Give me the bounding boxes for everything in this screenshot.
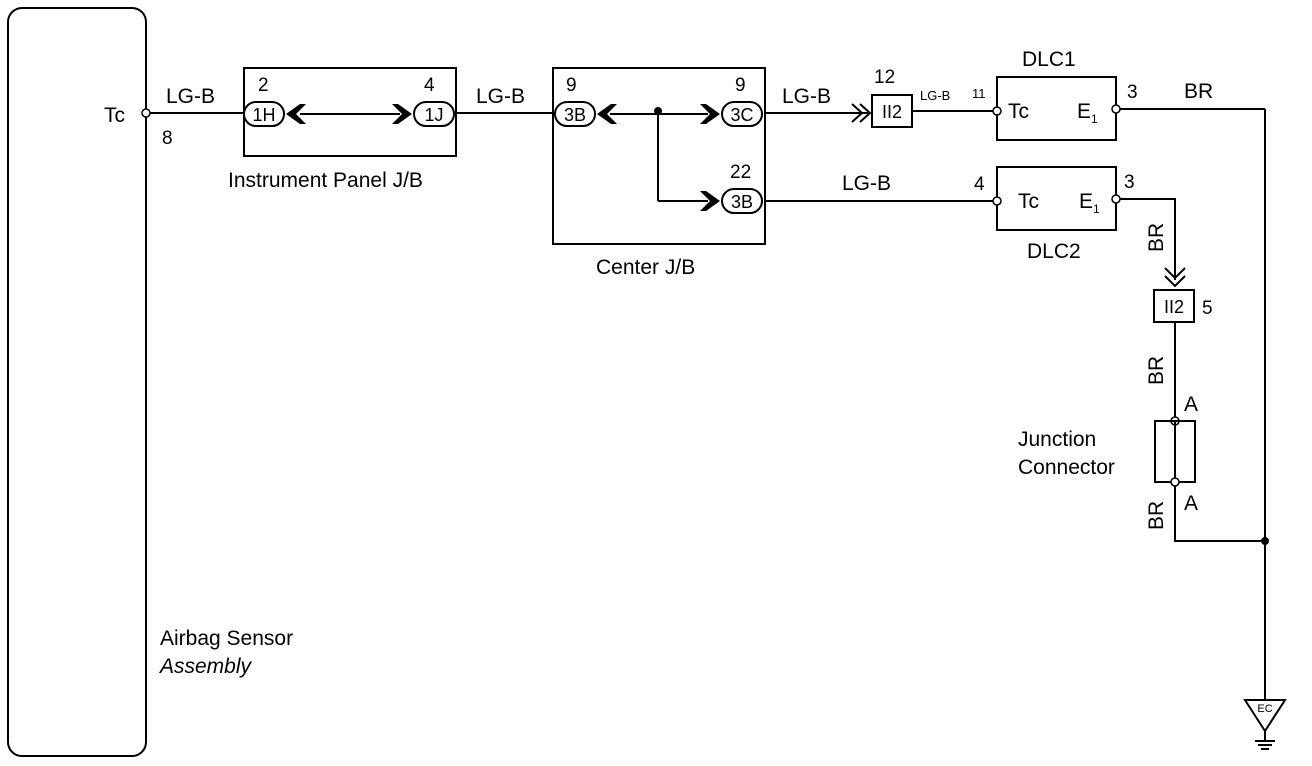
cjb-in-pin: 9: [566, 75, 577, 96]
wire-jc-to-ground: [1174, 486, 1265, 542]
ipjb-connector-1h-code: 1H: [252, 105, 275, 125]
cjb-connector-3c-code: 3C: [730, 105, 753, 125]
cjb-in-arrow-icon: [597, 104, 617, 124]
cjb-out-upper-pin: 9: [735, 75, 746, 96]
junction-connector-name-line2: Connector: [1018, 456, 1115, 479]
ii2-right-chevron-icon: [1164, 267, 1186, 288]
dlc2-name: DLC2: [1027, 240, 1081, 263]
ipjb-in-pin: 2: [258, 75, 269, 96]
ii2-top-pin: 12: [874, 67, 895, 88]
ii2-top-chevron-icon: [851, 103, 872, 123]
wire-label-ii2-to-dlc1: LG-B: [920, 88, 950, 103]
airbag-sensor-body: [7, 7, 147, 757]
ii2-right-connector-code: II2: [1164, 297, 1184, 317]
wire-label-ii2-to-jc: BR: [1145, 356, 1168, 385]
instrument-panel-jb-name: Instrument Panel J/B: [228, 169, 423, 192]
wire-label-ipjb-to-cjb: LG-B: [476, 85, 525, 108]
ipjb-connector-1h: [243, 101, 285, 127]
ground-ec-icon: [1243, 699, 1287, 733]
dlc2-e1-sub: 1: [1093, 202, 1100, 216]
dlc1-e1-label: E1: [1077, 100, 1098, 126]
dlc1-tc-label: Tc: [1008, 100, 1029, 123]
airbag-sensor-pin: 8: [162, 128, 173, 149]
cjb-connector-3b-out-code: 3B: [731, 192, 753, 212]
jc-bottom-terminal: [1170, 477, 1180, 487]
wire-label-cjb-to-ii2: LG-B: [782, 85, 831, 108]
junction-connector-name-line1: Junction: [1018, 428, 1096, 451]
wire-label-airbag-to-ipjb: LG-B: [166, 85, 215, 108]
airbag-sensor-terminal-label: Tc: [104, 104, 125, 127]
cjb-connector-3b-out: [721, 188, 763, 214]
cjb-out-upper-arrow-icon: [700, 104, 720, 124]
ipjb-out-pin: 4: [424, 75, 435, 96]
dlc2-tc-pin: 4: [974, 174, 985, 195]
cjb-connector-3b-in-code: 3B: [564, 105, 586, 125]
ipjb-connector-1j-code: 1J: [424, 105, 443, 125]
ipjb-connector-1j: [413, 101, 455, 127]
airbag-sensor-name-line2: Assembly: [158, 655, 253, 678]
wire-label-dlc2-to-ii2: BR: [1145, 223, 1168, 252]
airbag-sensor-terminal: [141, 108, 151, 118]
dlc1-e1-terminal: [1111, 104, 1121, 114]
dlc1-name: DLC1: [1022, 48, 1076, 71]
cjb-out-lower-pin: 22: [730, 162, 751, 183]
dlc1-e1-sub: 1: [1091, 112, 1098, 126]
airbag-sensor-name-line1: Airbag Sensor: [160, 627, 293, 650]
dlc1-tc-terminal: [992, 106, 1002, 116]
wire-dlc2-to-ii2: [1120, 198, 1176, 280]
dlc2-e1-terminal: [1111, 194, 1121, 204]
center-jb-name: Center J/B: [596, 256, 695, 279]
center-jb-box: [552, 67, 766, 245]
ground-splice-point: [1261, 537, 1269, 545]
ii2-right-pin: 5: [1202, 298, 1213, 319]
dlc2-e1-label: E1: [1079, 190, 1100, 216]
dlc1-e1-pin: 3: [1127, 82, 1138, 103]
ii2-top-connector-code: II2: [882, 102, 902, 122]
jc-bottom-pin: A: [1184, 492, 1198, 515]
cjb-connector-3c: [721, 101, 763, 127]
dlc1-e1-main: E: [1077, 100, 1091, 123]
dlc2-e1-main: E: [1079, 190, 1093, 213]
dlc2-e1-pin: 3: [1124, 172, 1135, 193]
cjb-out-lower-arrow-icon: [700, 191, 720, 211]
wire-label-cjb-to-dlc2: LG-B: [842, 172, 891, 195]
dlc2-tc-terminal: [992, 196, 1002, 206]
ground-ec-code: EC: [1257, 703, 1272, 715]
ipjb-in-arrow-icon: [286, 104, 306, 124]
ipjb-out-arrow-icon: [392, 104, 412, 124]
dlc2-tc-label: Tc: [1018, 190, 1039, 213]
cjb-connector-3b-in: [554, 101, 596, 127]
wire-label-jc-to-ground: BR: [1145, 501, 1168, 530]
wire-label-dlc1-to-ground: BR: [1184, 80, 1213, 103]
dlc1-tc-pin: 11: [972, 86, 986, 101]
dlc2-box: [996, 166, 1117, 231]
jc-top-pin: A: [1184, 393, 1198, 416]
